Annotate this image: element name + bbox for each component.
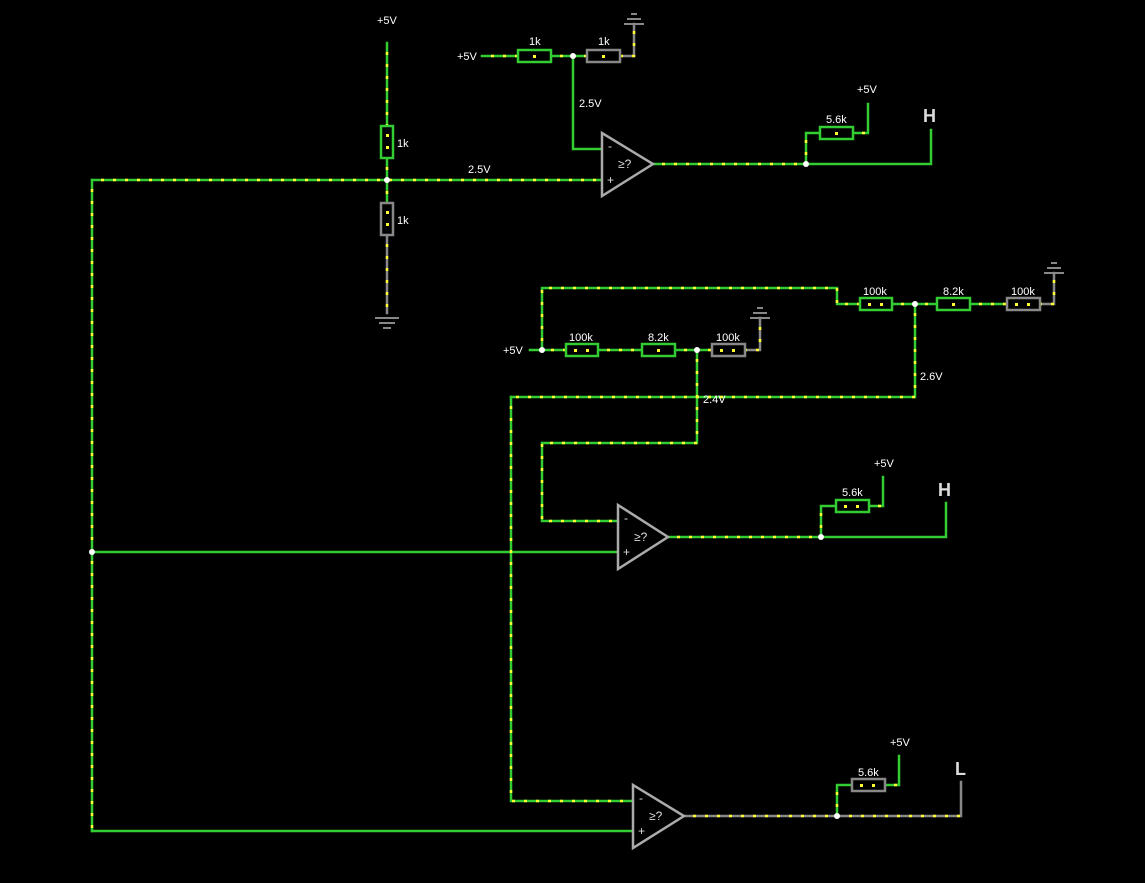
wire-ladderA-down[interactable]	[509, 395, 635, 803]
supply-label-comp3: +5V	[890, 737, 911, 749]
resistor-divider-top[interactable]	[379, 124, 395, 160]
resistor-ladderA-3[interactable]	[1005, 296, 1042, 312]
resistor-label-comp1: 5.6k	[826, 114, 847, 126]
resistor-label-divider-bottom: 1k	[397, 215, 409, 227]
comparator-1-minus: -	[608, 139, 612, 153]
wire-comp3-pull-up[interactable]	[883, 754, 901, 787]
comparator-2-plus: +	[623, 545, 630, 559]
wire-comp2-out[interactable]	[666, 501, 948, 539]
junction-nodes	[89, 53, 918, 819]
wire-ladderA-gnd[interactable]	[1038, 271, 1056, 306]
wire-comp1-pull-up[interactable]	[851, 102, 870, 135]
wire-comp3-out[interactable]	[682, 780, 963, 818]
resistor-comp2-pullup[interactable]	[834, 498, 871, 514]
labels: +5V +5V +5V +5V +5V +5V 1k 1k 1k 1k 5.6k…	[377, 15, 1035, 779]
wire-comp2-pull[interactable]	[819, 504, 838, 539]
supply-label-divider: +5V	[377, 15, 398, 27]
wire-comp1-pull[interactable]	[804, 131, 822, 166]
resistor-label-ladderA-2: 8.2k	[943, 286, 964, 298]
logic-output-3: L	[955, 759, 966, 779]
comparator-2-minus: -	[624, 511, 628, 525]
wires-low	[385, 22, 1056, 818]
resistor-label-ladderB-2: 8.2k	[648, 332, 669, 344]
voltage-label-ladderB: 2.4V	[703, 394, 726, 406]
wire-ref1-gnd[interactable]	[618, 22, 636, 58]
supply-label-ref1: +5V	[457, 51, 478, 63]
comparator-1-symbol: ≥?	[618, 157, 632, 171]
resistor-ladderA-1[interactable]	[858, 296, 894, 312]
comparator-3[interactable]: - + ≥?	[631, 782, 687, 851]
supply-label-ladderB: +5V	[503, 345, 524, 357]
wire-comp2-pull-up[interactable]	[867, 475, 885, 508]
comparator-1[interactable]: - + ≥?	[600, 130, 656, 199]
resistor-label-ref1-a: 1k	[529, 36, 541, 48]
voltage-label-divider: 2.5V	[468, 164, 491, 176]
wire-ladderB-tap[interactable]	[540, 348, 699, 523]
logic-output-1: H	[923, 106, 936, 126]
supply-label-comp1: +5V	[857, 84, 878, 96]
comparator-2[interactable]: - + ≥?	[616, 502, 671, 572]
voltage-label-ladderA: 2.6V	[920, 371, 943, 383]
resistor-label-comp3: 5.6k	[858, 767, 879, 779]
resistor-ladderB-1[interactable]	[564, 342, 600, 358]
resistor-label-ladderB-1: 100k	[569, 332, 593, 344]
resistor-comp3-pullup[interactable]	[850, 777, 887, 793]
wire-comp3-pull[interactable]	[835, 783, 854, 818]
resistor-ladderB-3[interactable]	[710, 342, 747, 358]
ground-icon	[750, 307, 770, 319]
resistor-label-ladderA-3: 100k	[1011, 286, 1035, 298]
wires-active	[90, 41, 1009, 833]
resistor-label-ladderA-1: 100k	[863, 286, 887, 298]
resistor-label-ladderB-3: 100k	[716, 332, 740, 344]
ground-icon	[624, 13, 644, 25]
wire-ladderB-gnd[interactable]	[743, 316, 762, 352]
wire-comp1-out[interactable]	[651, 128, 933, 166]
comparator-3-symbol: ≥?	[649, 809, 663, 823]
resistor-current-dots	[386, 55, 1030, 787]
logic-output-2: H	[938, 480, 951, 500]
comparator-2-symbol: ≥?	[634, 530, 648, 544]
ground-icon	[1044, 262, 1064, 274]
comparator-1-plus: +	[607, 173, 614, 187]
ground-icon	[375, 317, 399, 329]
comparator-3-minus: -	[639, 791, 643, 805]
resistor-label-comp2: 5.6k	[842, 487, 863, 499]
resistor-divider-bottom[interactable]	[379, 201, 395, 237]
voltage-label-ref1: 2.5V	[579, 98, 602, 110]
supply-label-comp2: +5V	[874, 458, 895, 470]
resistor-label-ref1-b: 1k	[598, 36, 610, 48]
resistor-label-divider-top: 1k	[397, 138, 409, 150]
comparator-3-plus: +	[638, 824, 645, 838]
wire-ref1-down[interactable]	[571, 54, 602, 151]
